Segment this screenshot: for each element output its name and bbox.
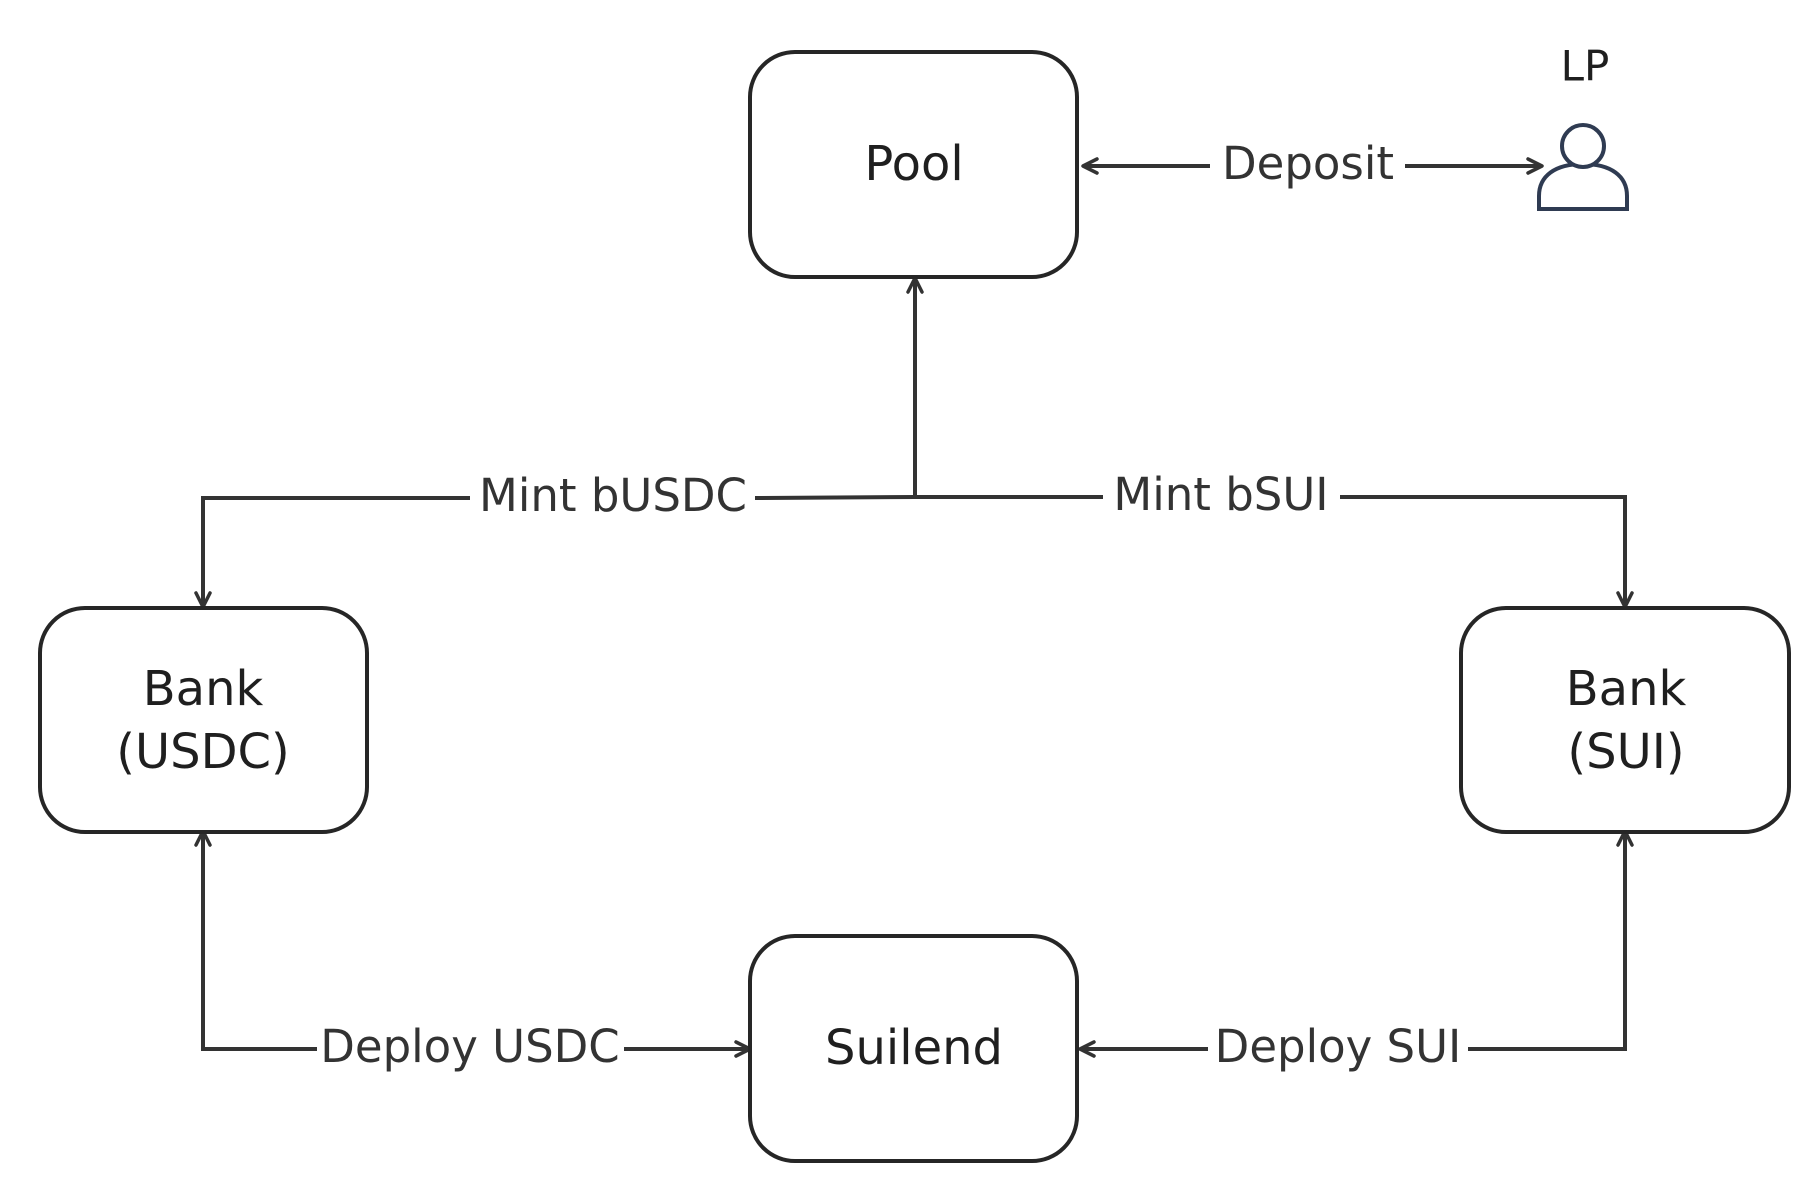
lp-label: LP — [1561, 42, 1610, 91]
suilend-box — [748, 934, 1079, 1163]
deploy-usdc-arrow-to-bank — [194, 829, 317, 1051]
bank-sui-box — [1459, 606, 1791, 834]
pool-label: Pool — [864, 136, 963, 192]
bank-usdc-box — [38, 606, 369, 834]
deploy-usdc-label: Deploy USDC — [320, 1020, 619, 1073]
pool-box — [748, 50, 1079, 279]
mint-busdc-arrow — [194, 496, 470, 609]
edge-deposit: Deposit — [1081, 137, 1544, 190]
deploy-sui-arrow-to-bank — [1468, 829, 1634, 1051]
node-bank-usdc[interactable]: Bank (USDC) — [38, 606, 369, 834]
actor-lp[interactable]: LP — [1537, 42, 1629, 211]
mint-bsui-label: Mint bSUI — [1113, 468, 1328, 521]
mint-busdc-label: Mint bUSDC — [479, 469, 747, 522]
bank-sui-label-line2: (SUI) — [1567, 724, 1684, 780]
person-icon — [1537, 123, 1629, 211]
deploy-sui-label: Deploy SUI — [1215, 1020, 1462, 1073]
bank-usdc-label-line1: Bank — [143, 661, 264, 717]
mint-bsui-arrow — [1340, 495, 1634, 609]
edge-deploy-usdc: Deploy USDC — [194, 829, 752, 1073]
deposit-label: Deposit — [1222, 137, 1394, 190]
node-pool[interactable]: Pool — [748, 50, 1079, 279]
node-bank-sui[interactable]: Bank (SUI) — [1459, 606, 1791, 834]
bank-sui-label-line1: Bank — [1566, 661, 1687, 717]
edge-deploy-sui: Deploy SUI — [1078, 829, 1634, 1073]
mint-busdc-connector — [754, 495, 916, 500]
bank-usdc-label-line2: (USDC) — [116, 724, 290, 780]
suilend-label: Suilend — [825, 1020, 1003, 1076]
edge-mint: Mint bUSDC Mint bSUI — [194, 276, 1634, 609]
node-suilend[interactable]: Suilend — [748, 934, 1079, 1163]
